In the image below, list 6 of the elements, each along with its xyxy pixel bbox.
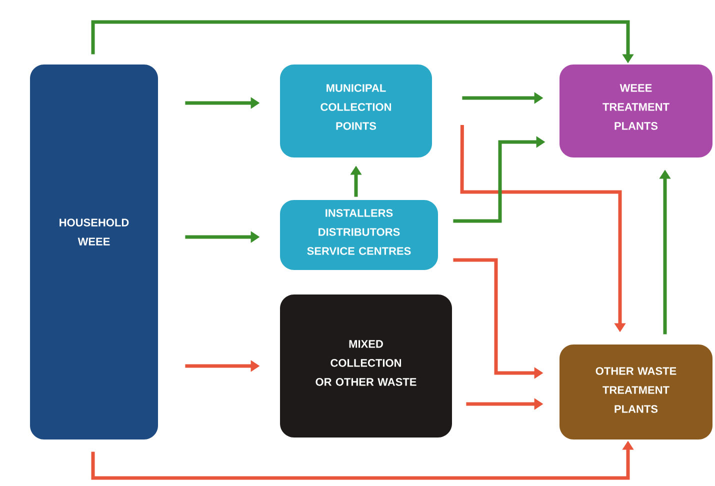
process-box: MUNICIPAL COLLECTION POINTS bbox=[280, 64, 432, 158]
process-box: HOUSEHOLD WEEE bbox=[30, 64, 158, 440]
process-box: INSTALLERS DISTRIBUTORS SERVICE CENTRES bbox=[280, 200, 438, 270]
process-box: WEEE TREATMENT PLANTS bbox=[560, 64, 712, 158]
process-box: MIXED COLLECTION OR OTHER WASTE bbox=[280, 294, 452, 438]
process-box: OTHER WASTE TREATMENT PLANTS bbox=[560, 344, 712, 440]
